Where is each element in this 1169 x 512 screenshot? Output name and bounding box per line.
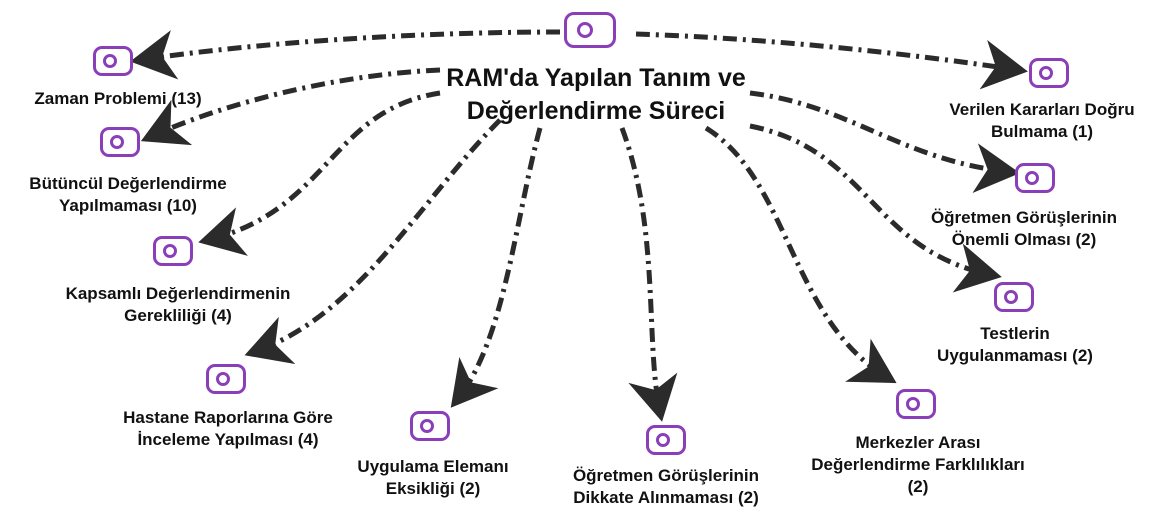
node-hastane-line1: Hastane Raporlarına Göre bbox=[123, 408, 333, 427]
node-ogretmen-dikkate-label: Öğretmen Görüşlerinin Dikkate Alınmaması… bbox=[573, 465, 759, 509]
node-uygulama-label: Uygulama Elemanı Eksikliği (2) bbox=[357, 456, 508, 500]
node-kapsamli-label: Kapsamlı Değerlendirmenin Gerekliliği (4… bbox=[66, 283, 291, 327]
node-testlerin-tag-dot bbox=[1004, 290, 1018, 304]
node-ogretmen-onemli-line2: Önemli Olması (2) bbox=[951, 230, 1097, 249]
center-tag-dot bbox=[577, 22, 593, 38]
node-kapsamli-tag-icon bbox=[153, 236, 193, 266]
node-verilen-line2: Bulmama (1) bbox=[990, 122, 1094, 141]
node-hastane-tag-icon bbox=[206, 364, 246, 394]
node-hastane-tag-dot bbox=[216, 372, 230, 386]
node-kapsamli-line1: Kapsamlı Değerlendirmenin bbox=[65, 284, 291, 303]
node-ogretmen-onemli-tag-icon bbox=[1015, 163, 1055, 193]
node-butuncul-line1: Bütüncül Değerlendirme bbox=[29, 174, 227, 193]
node-uygulama-tag-dot bbox=[420, 419, 434, 433]
node-hastane-line2: İnceleme Yapılması (4) bbox=[137, 430, 319, 449]
node-zaman-line1: Zaman Problemi (13) bbox=[34, 89, 202, 108]
arrow-to-kapsamli bbox=[198, 90, 441, 256]
arrow-to-zaman bbox=[130, 29, 561, 80]
node-merkezler-label: Merkezler Arası Değerlendirme Farklılıkl… bbox=[811, 432, 1025, 498]
node-ogretmen-dikkate-tag-icon bbox=[646, 425, 686, 455]
node-butuncul-line2: Yapılmaması (10) bbox=[59, 196, 197, 215]
node-merkezler-line1: Merkezler Arası bbox=[855, 433, 981, 452]
node-uygulama-line2: Eksikliği (2) bbox=[385, 479, 481, 498]
node-kapsamli-line2: Gerekliliği (4) bbox=[124, 306, 232, 325]
node-verilen-tag-dot bbox=[1039, 66, 1053, 80]
node-ogretmen-dikkate-tag-dot bbox=[656, 433, 670, 447]
node-ogretmen-onemli-label: Öğretmen Görüşlerinin Önemli Olması (2) bbox=[931, 207, 1117, 251]
node-zaman-label: Zaman Problemi (13) bbox=[34, 88, 201, 110]
node-ogretmen-onemli-line1: Öğretmen Görüşlerinin bbox=[930, 208, 1118, 227]
node-uygulama-line1: Uygulama Elemanı bbox=[357, 457, 509, 476]
node-merkezler-tag-dot bbox=[906, 397, 920, 411]
arrow-to-merkezler bbox=[704, 125, 897, 384]
center-title-line2: Değerlendirme Süreci bbox=[466, 97, 726, 125]
node-testlerin-tag-icon bbox=[994, 282, 1034, 312]
arrow-to-butuncul bbox=[140, 67, 441, 146]
node-merkezler-line2: Değerlendirme Farklılıkları bbox=[811, 455, 1025, 474]
center-title-line1: RAM'da Yapılan Tanım ve bbox=[446, 64, 746, 92]
node-testlerin-line1: Testlerin bbox=[980, 324, 1050, 343]
node-butuncul-label: Bütüncül Değerlendirme Yapılmaması (10) bbox=[29, 173, 226, 217]
arrow-to-hastane bbox=[244, 118, 502, 365]
center-title: RAM'da Yapılan Tanım ve Değerlendirme Sü… bbox=[446, 62, 746, 128]
node-verilen-tag-icon bbox=[1029, 58, 1069, 88]
center-tag-icon bbox=[564, 12, 616, 48]
node-zaman-tag-icon bbox=[93, 46, 133, 76]
arrow-to-uygulama bbox=[450, 127, 543, 408]
arrow-to-testlerin bbox=[749, 123, 1002, 293]
node-merkezler-tag-icon bbox=[896, 389, 936, 419]
node-butuncul-tag-icon bbox=[100, 127, 140, 157]
node-zaman-tag-dot bbox=[103, 54, 117, 68]
node-testlerin-label: Testlerin Uygulanmaması (2) bbox=[937, 323, 1093, 367]
arrow-to-verilen bbox=[635, 31, 1028, 90]
node-ogretmen-dikkate-line1: Öğretmen Görüşlerinin bbox=[572, 466, 760, 485]
node-verilen-line1: Verilen Kararları Doğru bbox=[949, 100, 1135, 119]
node-testlerin-line2: Uygulanmaması (2) bbox=[937, 346, 1093, 365]
node-merkezler-line3: (2) bbox=[907, 477, 929, 496]
node-hastane-label: Hastane Raporlarına Göre İnceleme Yapılm… bbox=[123, 407, 333, 451]
node-ogretmen-dikkate-line2: Dikkate Alınmaması (2) bbox=[573, 488, 759, 507]
node-ogretmen-onemli-tag-dot bbox=[1025, 171, 1039, 185]
arrow-to-ogretmen-onemli bbox=[749, 90, 1020, 194]
node-verilen-label: Verilen Kararları Doğru Bulmama (1) bbox=[949, 99, 1134, 143]
node-butuncul-tag-dot bbox=[110, 135, 124, 149]
node-uygulama-tag-icon bbox=[410, 411, 450, 441]
node-kapsamli-tag-dot bbox=[163, 244, 177, 258]
arrow-to-ogretmen-dikkate bbox=[619, 127, 678, 422]
